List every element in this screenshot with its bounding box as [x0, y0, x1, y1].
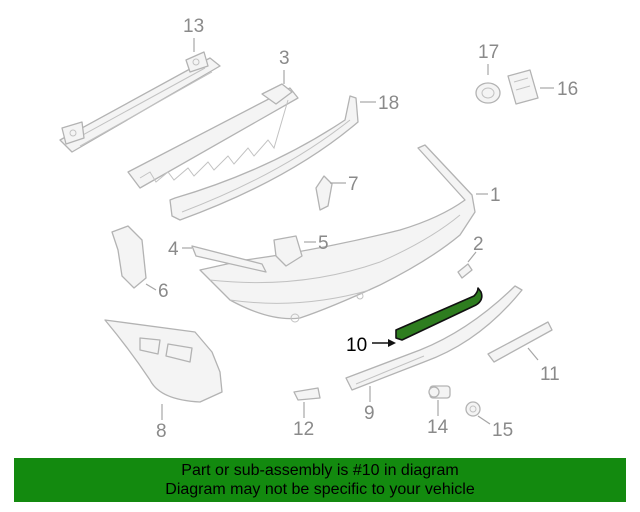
- parts-diagram: 10 13 3 18 7 1 2 4 5 6 17 16 8 9 11 12 1…: [59, 16, 578, 442]
- callout-4: 4: [168, 239, 179, 260]
- part-9-lower-trim[interactable]: [345, 285, 523, 391]
- callout-15: 15: [492, 420, 513, 441]
- callout-9: 9: [364, 403, 375, 424]
- banner-line-2: Diagram may not be specific to your vehi…: [165, 481, 475, 498]
- callout-group: [145, 38, 554, 425]
- callout-18: 18: [378, 93, 399, 114]
- part-13-reinforcement-bar[interactable]: [59, 51, 221, 153]
- part-18-trim-strip[interactable]: [169, 95, 359, 221]
- callout-2: 2: [473, 234, 484, 255]
- banner-line-1: Part or sub-assembly is #10 in diagram: [181, 462, 459, 479]
- part-14-sensor[interactable]: [428, 385, 451, 399]
- part-4-bracket[interactable]: [191, 245, 267, 273]
- part-12-clip[interactable]: [293, 387, 321, 401]
- callout-7: 7: [348, 174, 359, 195]
- callout-13: 13: [183, 16, 204, 37]
- callout-14: 14: [427, 417, 449, 438]
- callout-11: 11: [540, 364, 560, 385]
- part-8-lower-cover[interactable]: [104, 319, 223, 403]
- part-3-energy-absorber[interactable]: [127, 83, 299, 189]
- callout-17: 17: [478, 42, 499, 63]
- part-5-bracket[interactable]: [273, 235, 303, 267]
- callout-1: 1: [490, 185, 501, 206]
- part-10-highlighted[interactable]: 10: [346, 287, 483, 356]
- part-2-clip[interactable]: [457, 263, 473, 279]
- part-16-module[interactable]: [507, 69, 539, 105]
- callout-5: 5: [318, 233, 329, 254]
- part-1-bumper-cover[interactable]: [199, 144, 476, 323]
- callout-16: 16: [557, 79, 578, 100]
- info-banner: Part or sub-assembly is #10 in diagram D…: [14, 458, 626, 502]
- part-6-side-bracket[interactable]: [111, 225, 147, 289]
- callout-3: 3: [279, 48, 290, 69]
- part-17-sensor[interactable]: [475, 82, 501, 104]
- callout-12: 12: [293, 419, 314, 440]
- callout-6: 6: [158, 281, 169, 302]
- callout-8: 8: [156, 421, 167, 442]
- part-11-trim[interactable]: [487, 321, 553, 363]
- callout-10: 10: [346, 335, 367, 356]
- part-15-grommet[interactable]: [465, 401, 481, 417]
- part-7-bracket[interactable]: [315, 175, 333, 211]
